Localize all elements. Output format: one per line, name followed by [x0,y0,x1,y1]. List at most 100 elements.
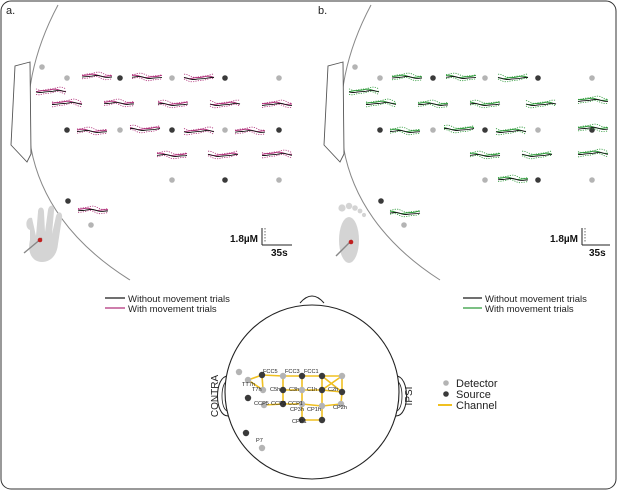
detector-dot [401,222,407,228]
head-detector [318,402,326,410]
head-detector [258,444,266,452]
panel-b-with-lower-bound [497,77,529,83]
panel-a-without-line [131,75,163,79]
panel-b-without-line [469,102,501,106]
channel-name-label: C5h [270,387,280,393]
channel-name-label: C2h [328,387,338,393]
foot-icon [335,202,367,263]
panel-a-with-upper-bound [77,205,109,210]
panel-a-with-lower-bound [207,154,239,160]
detector-dot [222,127,228,133]
panel-a-without-line [77,208,109,212]
panel-a-with-lower-bound [183,131,215,136]
channel-name-label: C1h [307,387,317,393]
channel-line [321,389,343,393]
channel-name-label: CPP1 [292,419,307,425]
panel-a-trace [157,99,189,109]
head-source [298,372,306,380]
panel-b-without-line [497,177,529,181]
panel-a-trace [261,99,293,108]
panel-a-with-lower-bound [131,77,163,82]
panel-a-with-upper-bound [183,126,215,131]
head-source [258,371,266,379]
panel-a-with-upper-bound [157,99,189,104]
panel-a-trace [156,150,188,160]
panel-b-with-line [577,125,609,130]
detector-dot [535,127,541,133]
panel-b-with-lower-bound [389,131,421,136]
panel-a-with-lower-bound [156,155,188,160]
panel-b-with-upper-bound [469,99,501,104]
panel-b-trace [469,99,501,109]
panel-a-with-upper-bound [81,71,113,76]
channel-label: Channel [456,400,497,412]
panel-b-ear [323,61,345,163]
panel-b-trace [497,73,529,83]
panel-b-without-line [521,153,552,157]
panel-b-trace [389,126,421,136]
detector-dot [64,75,70,81]
head-detector [298,400,306,408]
panel-b-with-lower-bound [469,155,501,160]
head-source [318,416,326,424]
panel-b-trace [469,150,501,160]
panel-b-with-lower-bound [469,104,501,109]
panel-a-with-upper-bound [234,126,266,131]
head-detector [298,386,306,394]
detector-dot [482,177,488,183]
panel-b-with-upper-bound [443,124,475,129]
panel-a-trace [77,205,109,215]
panel-a-trace [234,126,266,136]
panel-b-with-lower-bound [577,100,609,104]
source-dot [222,75,228,81]
head-detector [235,368,243,376]
channel-name-label: CP3h [290,407,304,413]
panel-a-trace [81,71,113,81]
detector-dot [169,75,175,81]
panel-a-with-upper-bound [156,150,188,155]
head-source [318,386,326,394]
panel-a-with-lower-bound [76,131,108,136]
panel-b-without-line [443,127,475,131]
panel-a-with-upper-bound [261,99,293,104]
panel-b-without-line [366,101,397,105]
channel-line [321,375,343,391]
channel-name-label: FCC3 [285,369,300,375]
panel-b-optodes [352,64,595,228]
panel-a-trace [76,126,108,136]
detector-dot [117,127,123,133]
panel-a-trace [129,124,161,134]
panel-b-with-upper-bound [469,150,501,155]
head-source [279,400,287,408]
panel-a-trace [209,99,241,109]
channel-name-label: CP1h [307,407,321,413]
legend-b-with-label: With movement trials [485,304,574,315]
head-legend: Detector Source Channel [438,378,498,412]
panel-a-trace [183,73,215,83]
channel-name-label: CCP5 [254,401,269,407]
panel-a-without-line [183,129,215,133]
head-detector [259,386,267,394]
source-dot [64,127,70,133]
head-source [279,386,287,394]
source-dot [535,75,541,81]
panel-a-with-upper-bound [131,72,163,77]
panel-a-trace [103,98,135,108]
panel-b-with-lower-bound [444,129,475,134]
panel-b-trace [417,99,449,109]
panel-b-with-lower-bound [391,77,423,82]
panel-b-trace [495,126,527,136]
panel-b-with-upper-bound [445,72,477,77]
panel-a-trace [261,149,293,159]
panel-a-trace [51,98,83,108]
panel-b-with-upper-bound [389,126,421,131]
panel-a-scale-bar: 1.8µM 35s [230,228,292,259]
detector-dot [276,75,282,81]
panel-b-trace [521,150,553,160]
head-left-label: CONTRA [210,375,221,418]
panel-a-with-line [131,74,163,79]
channel-name-label: P7 [256,438,263,444]
head-detector [337,400,345,408]
